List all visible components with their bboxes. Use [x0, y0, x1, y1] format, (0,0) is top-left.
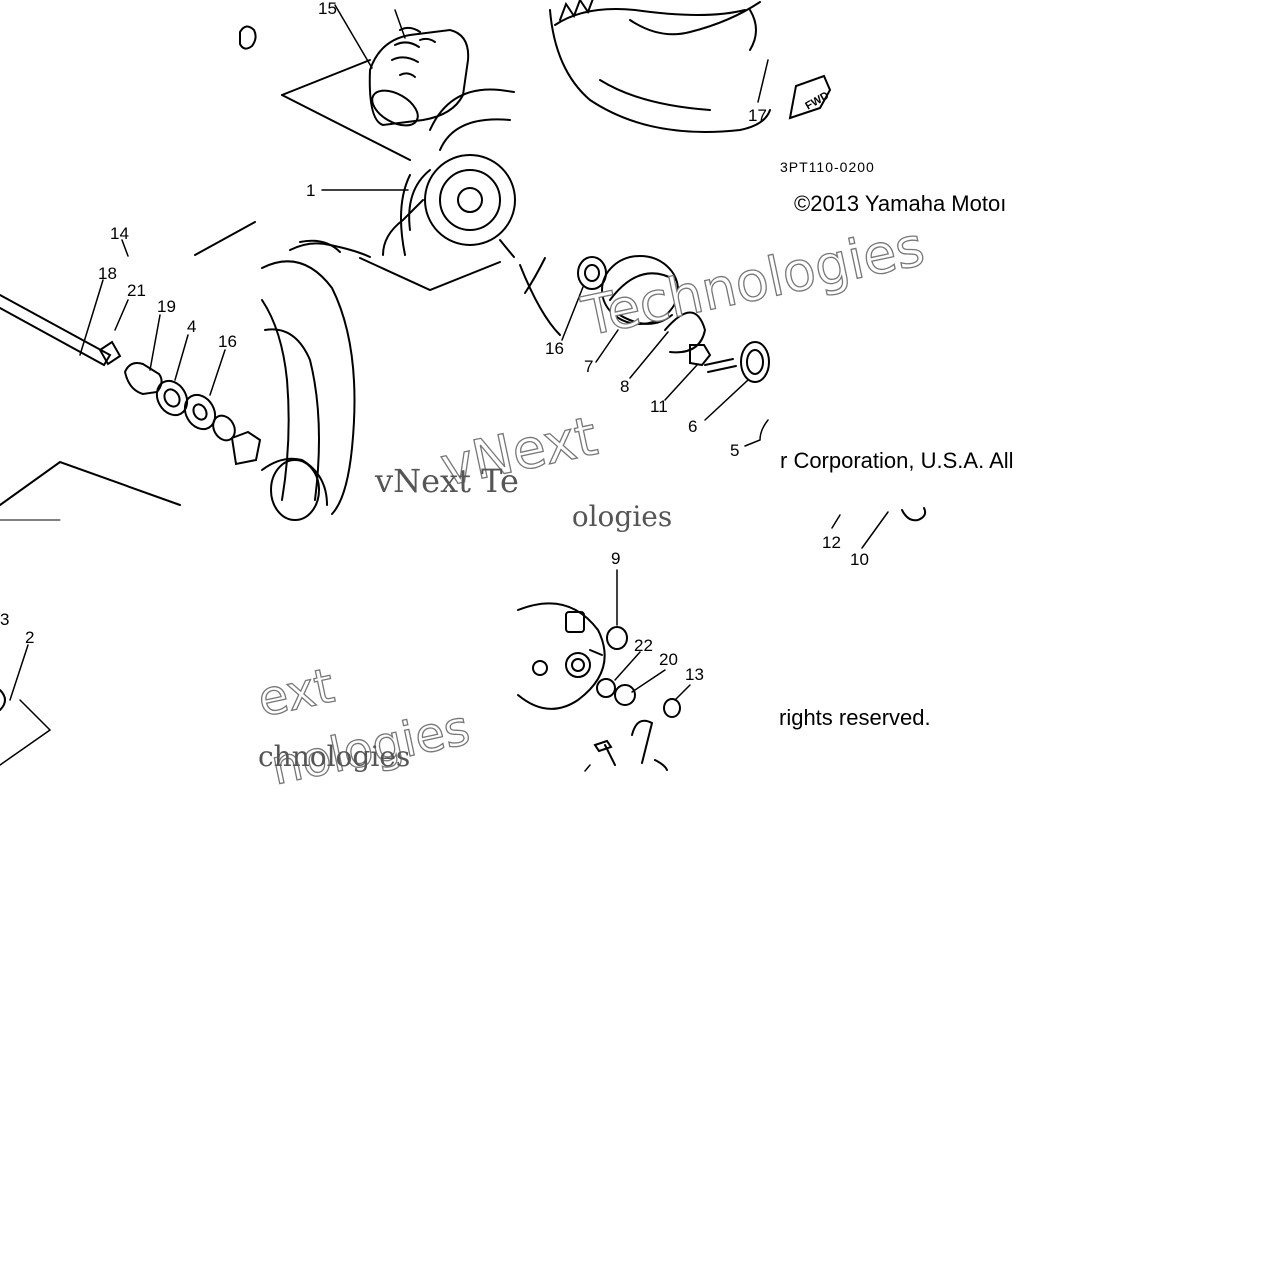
callout-10: 10 [850, 550, 869, 569]
callout-5: 5 [730, 441, 740, 460]
callout-16: 16 [218, 332, 237, 351]
axle-bearing-drawing [0, 221, 262, 521]
watermark-chnologies: chnologies [520, 500, 673, 533]
callout-21: 21 [127, 281, 146, 300]
tire-drawing [261, 239, 501, 521]
callout-16b: 16 [545, 339, 564, 358]
callout-2: 2 [25, 628, 35, 647]
callout-3: 3 [0, 610, 10, 629]
callout-6: 6 [688, 417, 698, 436]
callout-4: 4 [187, 317, 197, 336]
bracket-drawing [0, 644, 52, 766]
copyright-line-1: ©2013 Yamaha Motoı [794, 191, 1007, 216]
callout-19: 19 [157, 297, 176, 316]
watermark-chnologies-2: chnologies [258, 740, 411, 773]
rear-wheel-drawing [549, 0, 832, 133]
callout-1: 1 [306, 181, 316, 200]
callout-8: 8 [620, 377, 630, 396]
drawing-code: 3PT110-0200 [780, 159, 875, 175]
callout-18: 18 [98, 264, 117, 283]
callout-12: 12 [822, 533, 841, 552]
watermark-vnext-te: vNext Te [375, 462, 519, 500]
tile-top-left [239, 25, 257, 50]
callout-17: 17 [748, 106, 767, 125]
callout-11: 11 [650, 397, 668, 416]
callout-20: 20 [659, 650, 678, 669]
callout-15: 15 [318, 0, 337, 18]
brake-shoe-drawing [519, 255, 770, 447]
copyright-line-3: rights reserved. [779, 705, 931, 730]
callout-7: 7 [584, 357, 594, 376]
callout-14: 14 [110, 224, 129, 243]
small-parts-drawing [831, 507, 927, 549]
copyright-line-2: r Corporation, U.S.A. All [780, 448, 1014, 473]
callout-13: 13 [685, 665, 704, 684]
callout-22: 22 [634, 636, 653, 655]
brake-plate-drawing [517, 569, 691, 772]
callout-9: 9 [611, 549, 621, 568]
swingarm-hub-drawing [281, 4, 516, 258]
